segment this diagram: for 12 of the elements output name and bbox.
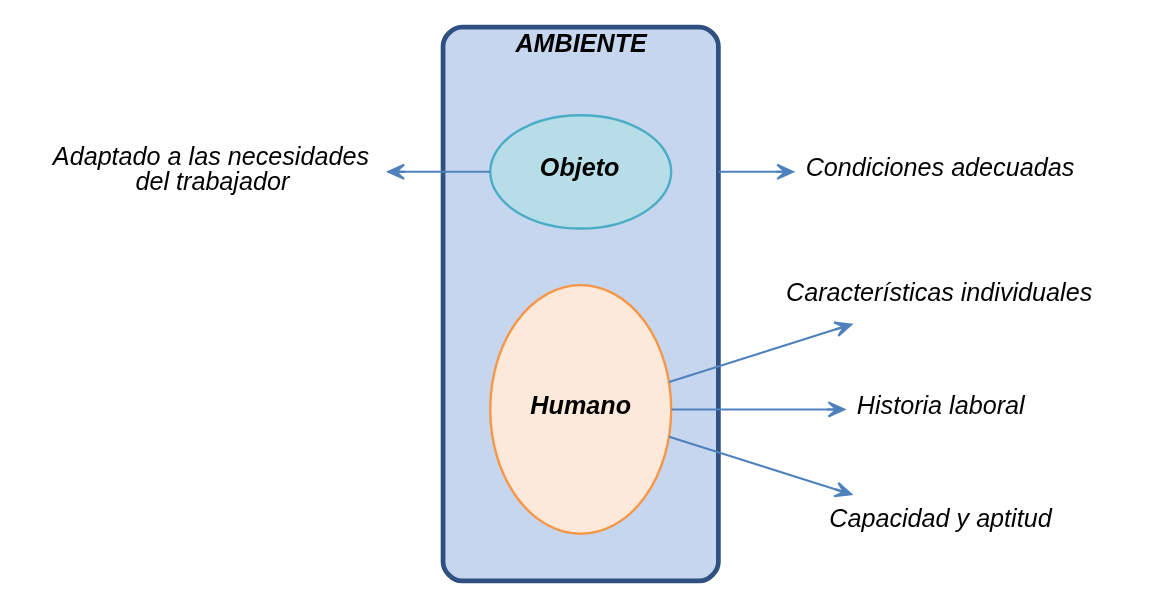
arrow	[670, 401, 845, 418]
node-text: Condiciones adecuadas	[805, 153, 1074, 182]
arrow	[717, 163, 794, 180]
node-text: Características individuales	[785, 277, 1092, 306]
node-ellipse: Objeto	[488, 114, 672, 230]
arrow	[386, 163, 490, 180]
node-text: Adaptado a las necesidades del trabajador	[52, 142, 369, 196]
arrow	[668, 321, 852, 383]
arrow	[668, 435, 852, 498]
node-text: Capacidad y aptitud	[828, 504, 1052, 533]
node-text: Historia laboral	[856, 390, 1025, 419]
node-ellipse: Humano	[488, 283, 672, 535]
